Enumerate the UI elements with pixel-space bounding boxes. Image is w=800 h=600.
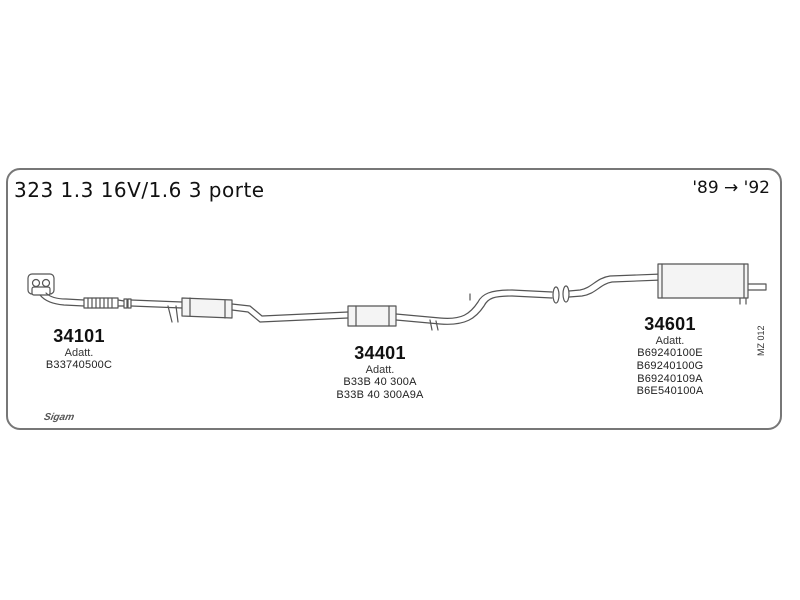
vehicle-model-title: 323 1.3 16V/1.6 3 porte: [14, 178, 265, 202]
adatt-label: Adatt.: [365, 363, 395, 376]
part-34601-label: 34601 Adatt. B69240100E B69240100G B6924…: [620, 314, 720, 398]
part-number: 34101: [53, 326, 105, 346]
front-pipe-drawing: [27, 273, 128, 309]
part-34101-label: 34101 Adatt. B33740500C: [34, 326, 124, 372]
diagram-panel: [6, 168, 782, 430]
intermediate-pipe-drawing: [127, 286, 560, 331]
oem-code: B6E540100A: [636, 385, 704, 398]
brand-logo: Sigam: [42, 412, 76, 423]
model-years: '89 → '92: [692, 178, 770, 198]
oem-code: B69240100G: [636, 359, 704, 372]
part-number: 34601: [644, 314, 696, 334]
diagram-reference-code: MZ 012: [756, 325, 766, 356]
oem-code: B33B 40 300A9A: [336, 388, 424, 401]
rear-silencer-drawing: [562, 263, 767, 305]
part-34401-label: 34401 Adatt. B33B 40 300A B33B 40 300A9A: [320, 343, 440, 402]
adatt-label: Adatt.: [655, 334, 685, 347]
oem-code: B69240109A: [637, 372, 703, 385]
adatt-label: Adatt.: [64, 346, 94, 359]
oem-code: B69240100E: [637, 347, 703, 360]
part-number: 34401: [354, 343, 406, 363]
oem-code: B33B 40 300A: [343, 376, 417, 389]
oem-code: B33740500C: [45, 359, 113, 372]
